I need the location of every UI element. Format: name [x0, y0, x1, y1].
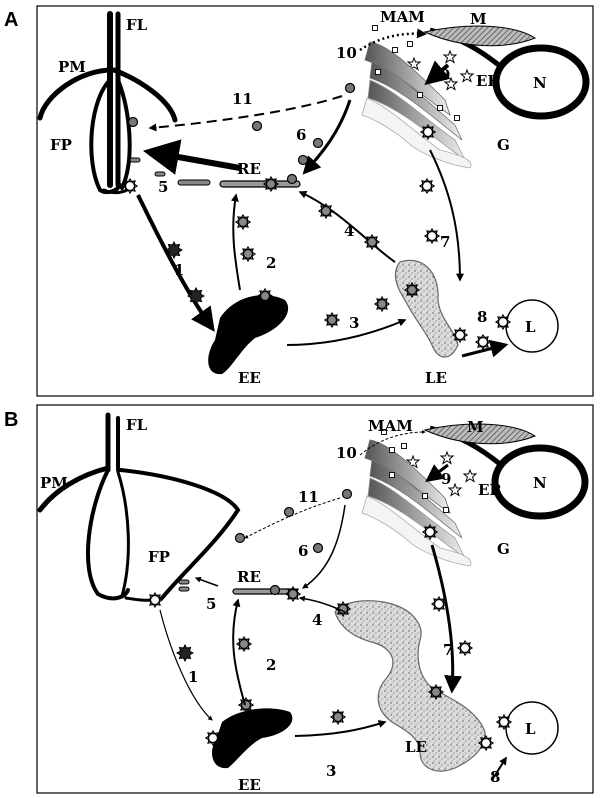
- label-le-a: LE: [425, 369, 447, 387]
- label-g-a: G: [497, 136, 510, 154]
- label-ee-a: EE: [238, 369, 261, 387]
- late-endosome-b: [334, 600, 486, 772]
- mitochondrion-b: [423, 423, 537, 445]
- label-l-a: L: [525, 318, 536, 336]
- label-er-b: ER: [478, 481, 502, 499]
- label-l-b: L: [525, 720, 536, 738]
- nucleus-b: [491, 444, 589, 520]
- label-path-10-a: 10: [336, 44, 357, 62]
- label-m-b: M: [467, 418, 484, 436]
- label-path-5-b: 5: [206, 595, 216, 613]
- label-path-6-a: 6: [296, 126, 306, 144]
- label-mam-b: MAM: [368, 417, 413, 435]
- label-pm-a: PM: [58, 58, 86, 76]
- label-path-4-b: 4: [312, 611, 322, 629]
- label-path-10-b: 10: [336, 444, 357, 462]
- nucleus-a: [492, 44, 590, 120]
- early-endosome-a: [208, 295, 289, 375]
- label-n-a: N: [533, 74, 547, 92]
- label-mam-a: MAM: [380, 8, 425, 26]
- label-fl-a: FL: [126, 16, 148, 34]
- label-path-11-a: 11: [232, 90, 253, 108]
- flagellum-a: [37, 11, 178, 195]
- pathway-arrows-b: [159, 430, 507, 781]
- label-path-2-b: 2: [266, 656, 276, 674]
- label-m-a: M: [470, 10, 487, 28]
- label-path-3-b: 3: [326, 762, 336, 780]
- golgi-a: [361, 41, 472, 169]
- label-fl-b: FL: [126, 416, 148, 434]
- panel-b: B: [4, 404, 594, 794]
- label-pm-b: PM: [40, 474, 68, 492]
- label-path-4-a: 4: [344, 222, 354, 240]
- label-path-8-a: 8: [477, 308, 487, 326]
- label-fp-a: FP: [50, 136, 72, 154]
- label-path-1-b: 1: [188, 668, 198, 686]
- pathway-arrows-a: [136, 28, 509, 358]
- label-path-2-a: 2: [266, 254, 276, 272]
- late-endosome-a: [394, 259, 459, 358]
- panel-a: A: [4, 5, 594, 397]
- lysosome-b: [505, 701, 559, 755]
- label-path-7-a: 7: [440, 233, 450, 251]
- label-er-a: ER: [476, 72, 500, 90]
- label-ee-b: EE: [238, 776, 261, 794]
- panel-b-frame: [36, 404, 594, 794]
- label-n-b: N: [533, 474, 547, 492]
- early-endosome-b: [212, 708, 293, 769]
- golgi-b: [361, 439, 472, 567]
- label-re-a: RE: [237, 160, 261, 178]
- label-path-9-b: 9: [441, 470, 451, 488]
- label-path-1-a: 1: [174, 261, 184, 279]
- panel-a-label: A: [4, 9, 18, 31]
- label-path-5-a: 5: [158, 178, 168, 196]
- label-path-8-b: 8: [490, 768, 500, 786]
- label-path-11-b: 11: [298, 488, 319, 506]
- label-path-7-b: 7: [443, 641, 453, 659]
- label-g-b: G: [497, 540, 510, 558]
- recycling-endosome-a: [219, 180, 301, 188]
- label-path-3-a: 3: [349, 314, 359, 332]
- panel-b-label: B: [4, 409, 18, 431]
- label-path-6-b: 6: [298, 542, 308, 560]
- label-re-b: RE: [237, 568, 261, 586]
- mitochondrion-a: [423, 25, 537, 47]
- flagellum-b: [37, 412, 241, 602]
- label-path-9-a: 9: [440, 66, 450, 84]
- label-le-b: LE: [405, 738, 427, 756]
- panel-a-frame: [36, 5, 594, 397]
- label-fp-b: FP: [148, 548, 170, 566]
